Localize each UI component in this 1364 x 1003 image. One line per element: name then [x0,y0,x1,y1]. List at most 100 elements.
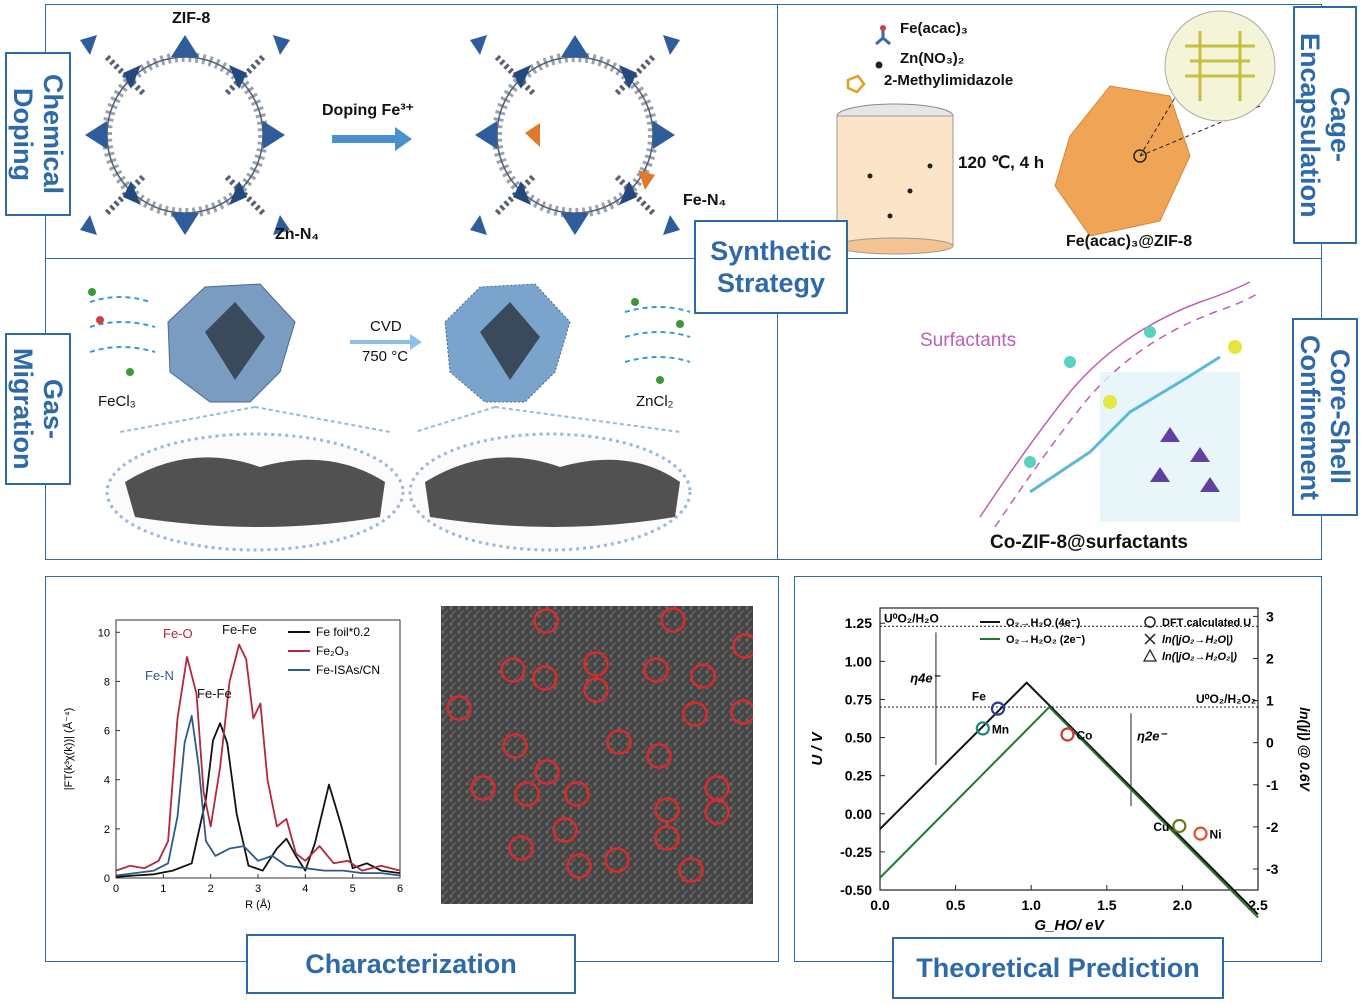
volcano-y2-tick-label: 1 [1266,693,1274,709]
exafs-series-line-0 [115,722,401,878]
volcano-point-label: Co [1076,729,1092,743]
chemical-doping-label: Chemical Doping [5,52,71,216]
volcano-series-line-1 [879,705,1259,919]
cage-legend-1: Fe(acac)₃ [900,20,968,37]
single-atom-marker [678,857,704,883]
exafs-y-tick-label: 0 [104,873,110,885]
exafs-x-tick-label: 0 [113,883,119,895]
cross-marker-icon [1144,633,1156,645]
volcano-x-tick-label: 2.0 [1173,897,1193,913]
volcano-point-label: Cu [1153,820,1169,834]
exafs-x-tick-label: 2 [208,883,214,895]
cage-condition: 120 ℃, 4 h [958,153,1045,172]
exafs-y-tick-label: 8 [104,676,110,688]
single-atom-marker [646,743,672,769]
exafs-x-tick-label: 1 [160,883,166,895]
single-atom-marker [508,835,534,861]
exafs-peak-fe-n: Fe-N [145,668,174,683]
single-atom-marker [533,608,559,634]
single-atom-marker [552,817,578,843]
volcano-marker-legend-entry: ln(|jO₂→H₂O₂|) [1162,651,1237,663]
single-atom-marker [604,847,630,873]
single-atom-marker [654,797,680,823]
volcano-y-tick-label: 0.50 [845,730,872,746]
eta-2e-label: η2e⁻ [1137,729,1168,744]
volcano-y-axis-label: U / V [809,730,826,765]
single-atom-marker [470,775,496,801]
circle-marker-icon [1144,616,1156,628]
single-atom-marker [564,781,590,807]
volcano-y2-tick-label: -2 [1266,819,1279,835]
exafs-legend-entry: Fe₂O₃ [316,644,349,658]
volcano-point-fe [990,701,1006,716]
exafs-x-tick-label: 4 [302,883,308,895]
volcano-point-mn [975,721,990,736]
methylimidazole-icon [846,74,866,94]
cvd-temperature-label: 750 °C [362,348,409,365]
exafs-legend-entry: Fe-ISAs/CN [316,663,380,677]
doping-arrow-label: Doping Fe³⁺ [322,102,414,119]
cage-legend-2: Zn(NO₃)₂ [900,50,965,67]
single-atom-marker [660,607,686,633]
volcano-point-label: Fe [972,690,986,704]
exafs-y-tick-label: 10 [98,627,110,639]
single-atom-marker [583,677,609,703]
cage-legend-3: 2-Methylimidazole [884,72,1014,89]
volcano-x-tick-label: 0.5 [946,897,966,913]
volcano-axes-frame [879,607,1259,891]
volcano-y2-tick-label: -1 [1266,777,1279,793]
cage-encapsulation-label: Cage-Encapsulation [1293,6,1357,244]
exafs-x-tick-label: 3 [255,883,261,895]
volcano-x-tick-label: 1.0 [1021,897,1041,913]
core-shell-illustration [979,281,1261,528]
volcano-point-cu [1172,818,1187,834]
volcano-point-label: Mn [992,722,1009,736]
volcano-point-ni [1193,826,1208,841]
volcano-y2-tick-label: -3 [1266,861,1279,877]
single-atom-marker [534,759,560,785]
single-atom-marker [446,695,472,721]
exafs-y-tick-label: 6 [104,726,110,738]
volcano-y-tick-label: -0.25 [840,844,872,860]
single-atom-marker [690,663,716,689]
volcano-x-tick-label: 0.0 [870,897,890,913]
volcano-point-label: Ni [1210,828,1222,842]
zif8-label: ZIF-8 [172,10,211,27]
volcano-y-tick-label: 0.00 [845,806,872,822]
exafs-y-tick-label: 4 [104,775,110,787]
gas-migration-label: Gas-Migration [5,333,71,485]
volcano-reference-label: U⁰O₂/H₂O₂ [1196,692,1256,706]
volcano-series-line-0 [879,681,1259,916]
theoretical-prediction-panel [794,576,1322,962]
core-shell-product: Co-ZIF-8@surfactants [990,532,1188,553]
exafs-legend-entry: Fe foil*0.2 [316,625,370,639]
fecl3-label: FeCl₃ [98,393,136,410]
single-atom-marker [502,733,528,759]
volcano-x-tick-label: 1.5 [1097,897,1117,913]
single-atom-marker [643,657,669,683]
zif8-doping-illustration [60,5,760,255]
zncl2-label: ZnCl₂ [636,393,674,410]
core-shell-label: Core-Shell Confinement [1292,318,1358,516]
volcano-x-axis-label: G_HO/ eV [1034,917,1105,934]
single-atom-marker [500,657,526,683]
fe-n4-label: Fe-N₄ [683,192,727,209]
volcano-y2-tick-label: 2 [1266,651,1274,667]
exafs-y-axis-label: |FT(k³χ(k))| (Å⁻⁴) [62,708,75,791]
single-atom-marker [654,825,680,851]
volcano-marker-legend-entry: DFT calculated U [1162,617,1251,629]
zn-n4-label: Zn-N₄ [275,226,320,243]
exafs-series-line-2 [115,714,401,877]
exafs-axes-frame [115,619,401,879]
volcano-y2-tick-label: 0 [1266,735,1274,751]
synthetic-strategy-label: Synthetic Strategy [694,220,848,314]
theoretical-prediction-label: Theoretical Prediction [892,937,1224,999]
volcano-marker-legend-entry: ln(|jO₂→H₂O|) [1162,634,1233,646]
single-atom-marker [566,853,592,879]
volcano-y2-axis-label: ln(|j|) @ 0.6V [1297,707,1313,792]
volcano-y2-tick-label: 3 [1266,608,1274,624]
volcano-y-tick-label: 1.25 [845,615,872,631]
cvd-label: CVD [370,318,402,335]
